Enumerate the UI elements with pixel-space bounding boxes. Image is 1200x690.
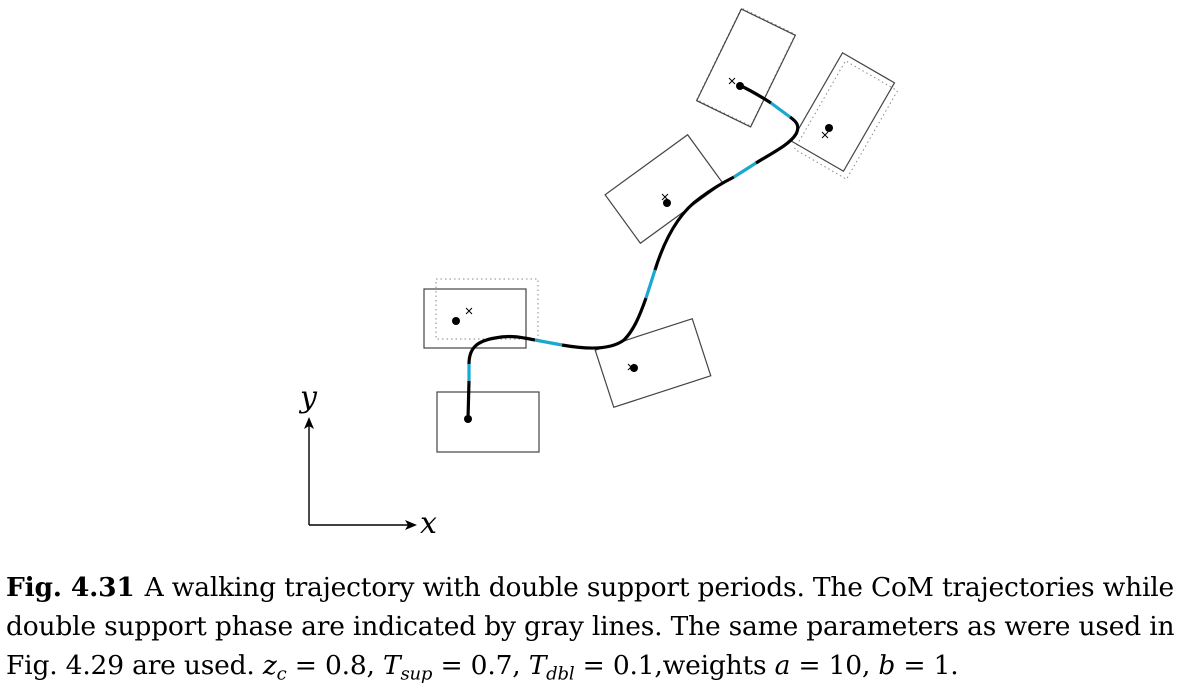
zmp-point-5 bbox=[736, 82, 744, 90]
zmp-point-2 bbox=[452, 317, 460, 325]
trajectory-single-2 bbox=[467, 334, 536, 365]
x-axis-label: x bbox=[420, 506, 437, 541]
parameter-b: b = 1. bbox=[878, 650, 959, 681]
footprint-3 bbox=[594, 317, 712, 409]
figure-number: Fig. 4.31 bbox=[6, 572, 135, 603]
reference-marks bbox=[465, 77, 829, 371]
parameter-tsup: Tsup = 0.7, bbox=[382, 650, 521, 685]
zmp-points bbox=[452, 82, 833, 423]
reference-footprint-2 bbox=[435, 278, 539, 340]
cross-mark-6 bbox=[821, 131, 829, 139]
trajectory-double-2 bbox=[534, 338, 563, 347]
reference-footprint-6 bbox=[793, 60, 899, 180]
footprint-6 bbox=[790, 52, 896, 172]
parameter-a: a = 10, bbox=[774, 650, 879, 681]
trajectory-single-1 bbox=[466, 380, 471, 420]
zmp-point-1 bbox=[464, 415, 472, 423]
trajectory-double-3 bbox=[644, 269, 657, 299]
zmp-point-4 bbox=[663, 199, 671, 207]
cross-mark-5 bbox=[728, 77, 736, 85]
weights-text: weights bbox=[662, 650, 775, 681]
walking-trajectory-figure: x y bbox=[298, 7, 899, 541]
cross-mark-4 bbox=[661, 193, 669, 201]
trajectory-single-4 bbox=[653, 175, 735, 271]
cross-mark-2 bbox=[465, 307, 473, 315]
trajectory-double-4 bbox=[733, 161, 757, 179]
zmp-point-3 bbox=[630, 364, 638, 372]
zmp-point-6 bbox=[825, 124, 833, 132]
parameter-tdbl: Tdbl = 0.1, bbox=[528, 650, 663, 685]
coordinate-axes bbox=[304, 417, 417, 530]
cross-mark-3 bbox=[627, 363, 635, 371]
y-axis-label: y bbox=[298, 380, 318, 415]
footprints bbox=[423, 8, 896, 453]
footprint-5 bbox=[695, 8, 797, 128]
trajectory-single-5 bbox=[755, 115, 800, 165]
trajectory-double-5 bbox=[770, 101, 791, 119]
caption-text: A walking trajectory with double support… bbox=[6, 572, 1175, 681]
parameter-zc: zc = 0.8, bbox=[262, 650, 375, 685]
footprint-4 bbox=[604, 133, 724, 245]
trajectory-single-3 bbox=[561, 297, 648, 350]
footprint-1 bbox=[436, 391, 540, 453]
